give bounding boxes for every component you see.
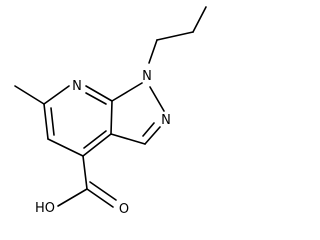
atom-label-pyrazole-n1: N (142, 69, 152, 84)
bond-ch2-ch2 (156, 31, 194, 41)
bond-n2-c3 (144, 126, 161, 145)
bond-n1-n2 (149, 86, 165, 112)
atom-label-pyrazole-n2: N (161, 113, 171, 128)
bond-c7a-n7 (85, 85, 113, 102)
atom-label-carbonyl-o: O (119, 202, 129, 217)
bond-n1-ch2 (148, 39, 158, 64)
atom-label-pyridine-n: N (72, 79, 82, 94)
bond-c7a-n7-inner (85, 92, 107, 105)
bond-c6-c5-inner (50, 107, 55, 136)
atom-label-hydroxyl: HO (35, 201, 55, 216)
bond-c3-c3a (110, 133, 146, 145)
bond-c-o-double-1 (86, 188, 114, 208)
bond-c4-cooh (82, 155, 88, 190)
bond-c-o-double-2 (89, 181, 117, 201)
bond-c4-c3a (82, 133, 112, 157)
molecule-diagram: N N N O HO (14, 6, 207, 217)
bond-methyl (14, 85, 45, 105)
bond-c-oh (57, 188, 88, 207)
bond-n2-c3-inner (142, 122, 155, 137)
bonds (14, 6, 207, 208)
bond-c5-c4 (47, 138, 84, 157)
bond-c4-c3a-inner (83, 130, 107, 149)
bond-ch2-ch3 (192, 6, 207, 33)
bond-c7a-n1 (111, 82, 143, 102)
bond-c6-n7 (43, 85, 70, 105)
bond-c6-c5 (43, 103, 49, 140)
bond-c3a-c7a (110, 100, 113, 135)
atom-labels: N N N O HO (35, 69, 171, 217)
